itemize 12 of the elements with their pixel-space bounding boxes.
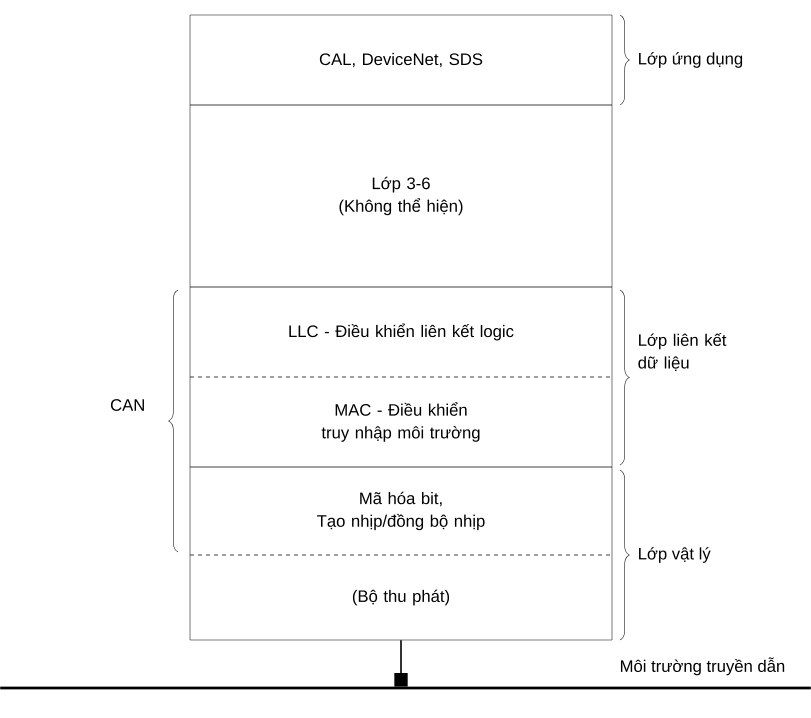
layer-box: (Bộ thu phát) [190,554,612,640]
layer-label: CAN [110,399,144,411]
layer-box: CAL, DeviceNet, SDS [190,14,612,106]
layer-label: Lớp ứng dụng [639,52,742,68]
layer-box: Lớp 3-6 (Không thể hiện) [190,104,612,288]
layer-box: Mã hóa bit, Tạo nhịp/đồng bộ nhịp [190,466,612,556]
layer-box: LLC - Điều khiển liên kết logic [190,286,612,378]
layer-label: Lớp vật lý [639,547,711,563]
connector [394,640,408,686]
bus-label: Môi trường truyền dẫn [620,657,784,676]
layer-box: MAC - Điều khiển truy nhập môi trường [190,376,612,468]
layer-label: Lớp liên kết dữ liệu [638,332,726,371]
